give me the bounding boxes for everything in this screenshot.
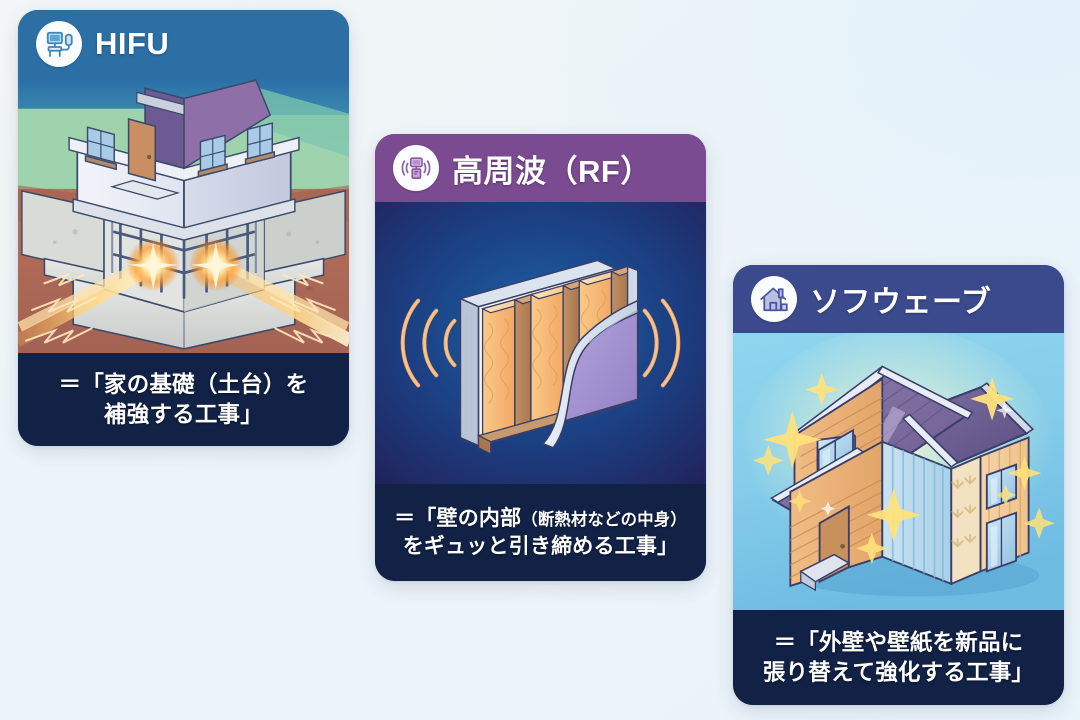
- card-hifu-header: HIFU: [18, 10, 349, 78]
- card-hifu-title: HIFU: [95, 26, 170, 61]
- caption-line-1-paren: （断熱材などの中身）: [521, 511, 687, 530]
- caption-line-2: をギュッと引き締める工事」: [402, 534, 679, 558]
- rf-illustration: [375, 202, 706, 484]
- rf-device-waves-icon: [393, 145, 439, 191]
- caption-line-2: 補強する工事」: [104, 401, 263, 427]
- caption-line-1: ＝「家の基礎（土台）を: [58, 372, 309, 398]
- caption-line-2: 張り替えて強化する工事」: [762, 659, 1035, 685]
- caption-line-1-main: ＝「壁の内部: [394, 507, 522, 531]
- card-softwave-title: ソフウェーブ: [810, 286, 992, 319]
- card-rf-header: 高周波（RF）: [375, 134, 706, 202]
- card-rf[interactable]: 高周波（RF）: [375, 134, 706, 581]
- hifu-illustration: [18, 78, 349, 353]
- hifu-device-icon: [36, 21, 82, 67]
- card-hifu-caption: ＝「家の基礎（土台）を 補強する工事」: [18, 353, 349, 446]
- card-rf-caption: ＝「壁の内部（断熱材などの中身） をギュッと引き締める工事」: [375, 484, 706, 581]
- caption-line-1: ＝「外壁や壁紙を新品に: [773, 630, 1024, 656]
- caption-line-1: ＝「壁の内部（断熱材などの中身）: [394, 505, 687, 532]
- card-rf-title: 高周波（RF）: [452, 153, 652, 189]
- card-hifu[interactable]: HIFU: [18, 10, 349, 446]
- card-softwave-header: ソフウェーブ: [733, 265, 1064, 333]
- card-softwave-caption: ＝「外壁や壁紙を新品に 張り替えて強化する工事」: [733, 610, 1064, 705]
- house-icon: [751, 276, 797, 322]
- softwave-illustration: [733, 333, 1064, 610]
- card-softwave[interactable]: ソフウェーブ: [733, 265, 1064, 705]
